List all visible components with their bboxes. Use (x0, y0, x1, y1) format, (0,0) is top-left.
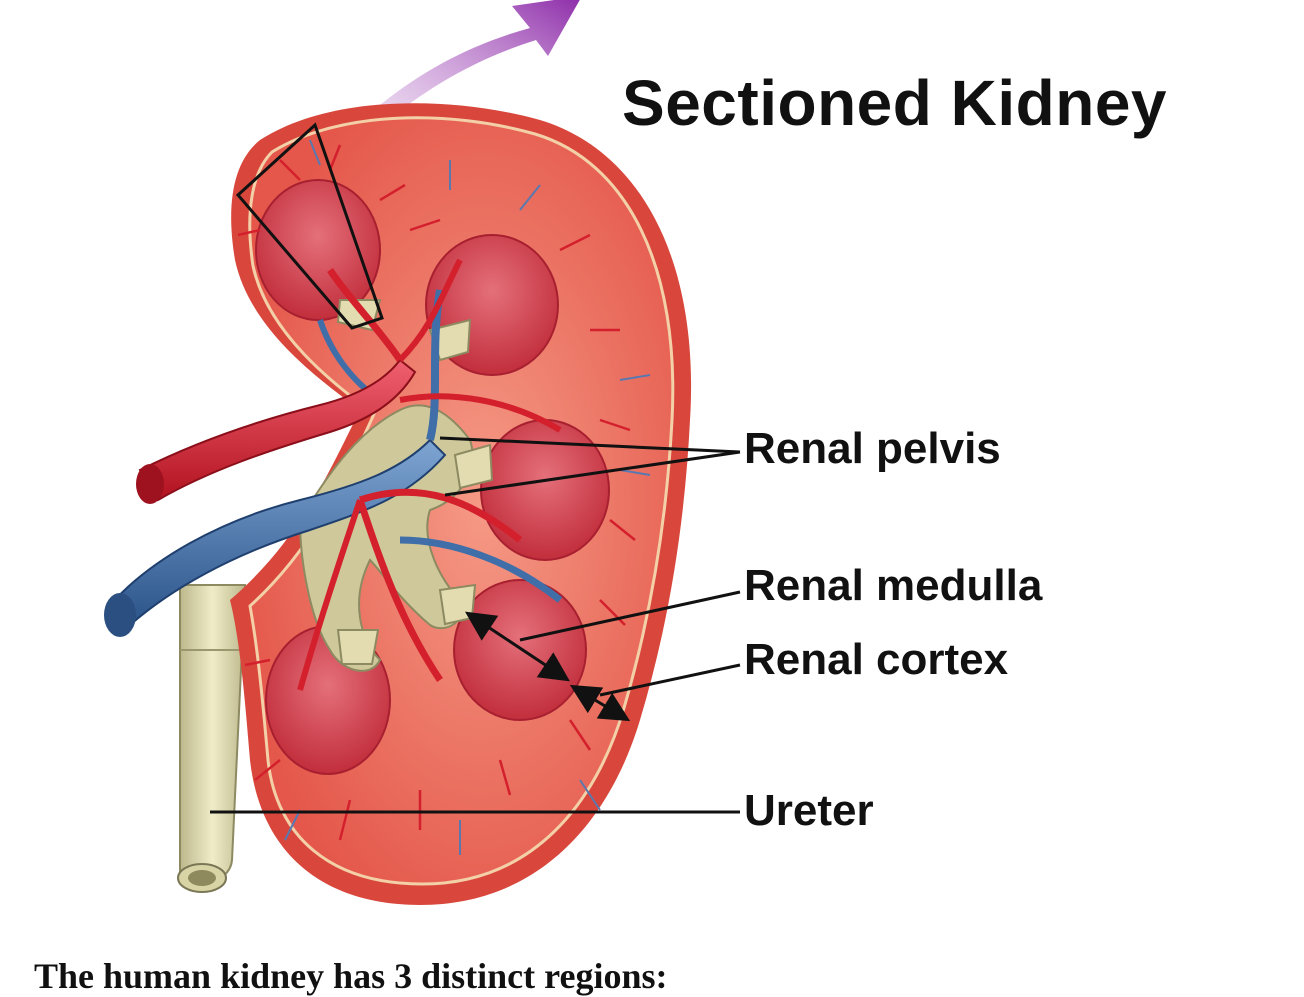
diagram-title: Sectioned Kidney (622, 67, 1167, 139)
cortex-span-arrow (569, 684, 631, 722)
kidney-diagram: Sectioned Kidney Renal pelvis Renal medu… (34, 0, 1167, 996)
venous-branches (284, 139, 651, 855)
label-renal-cortex: Renal cortex (744, 635, 1009, 684)
caption-text: The human kidney has 3 distinct regions: (34, 956, 668, 996)
zoom-pointer-arrow (330, 0, 580, 160)
label-renal-medulla: Renal medulla (744, 561, 1043, 610)
leader-lines (210, 436, 741, 814)
kidney-illustration (104, 0, 741, 905)
pelvis-leader-2 (444, 450, 741, 497)
pyramid-1 (255, 179, 381, 321)
ureter (177, 584, 247, 893)
interlobular-vessels (237, 144, 636, 841)
zoom-box (235, 122, 384, 330)
pelvis-leader-1 (439, 436, 741, 454)
renal-artery (136, 258, 562, 691)
label-renal-pelvis: Renal pelvis (744, 424, 1001, 473)
medulla-span-arrow (464, 611, 571, 682)
label-ureter: Ureter (744, 786, 874, 835)
